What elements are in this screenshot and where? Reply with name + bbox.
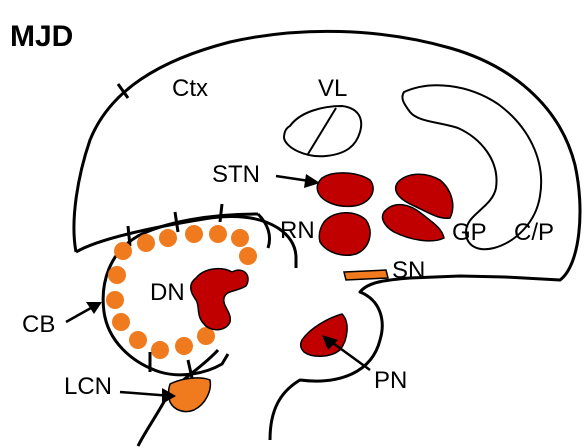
- cb-dot: [239, 247, 257, 265]
- dentate-nucleus: [191, 269, 248, 330]
- sn-region: [344, 270, 388, 280]
- cb-dot: [185, 225, 203, 243]
- label-cp: C/P: [514, 219, 554, 246]
- cb-dot: [108, 266, 126, 284]
- pn-region: [301, 314, 347, 356]
- label-dn: DN: [150, 279, 185, 306]
- cb-dot: [209, 225, 227, 243]
- label-pn: PN: [374, 367, 407, 394]
- label-rn: RN: [280, 217, 315, 244]
- label-ctx: Ctx: [172, 75, 208, 102]
- diagram-title: MJD: [10, 20, 73, 53]
- cb-dot: [114, 242, 132, 260]
- cb-dot: [129, 331, 147, 349]
- cb-dot: [175, 337, 193, 355]
- cb-dot: [151, 341, 169, 359]
- label-sn: SN: [392, 257, 425, 284]
- stn-region: [317, 173, 373, 206]
- cb-dot: [159, 229, 177, 247]
- lcn-region: [169, 378, 211, 412]
- label-vl: VL: [318, 75, 347, 102]
- cb-dot: [137, 234, 155, 252]
- label-cb: CB: [22, 311, 55, 338]
- label-stn: STN: [212, 161, 260, 188]
- cb-dot: [112, 313, 130, 331]
- rn-region: [319, 213, 370, 256]
- label-lcn: LCN: [64, 373, 112, 400]
- brain-outline-lower: [76, 216, 296, 268]
- cb-dot: [106, 291, 124, 309]
- label-gp: GP: [452, 219, 487, 246]
- cb-dot: [231, 229, 249, 247]
